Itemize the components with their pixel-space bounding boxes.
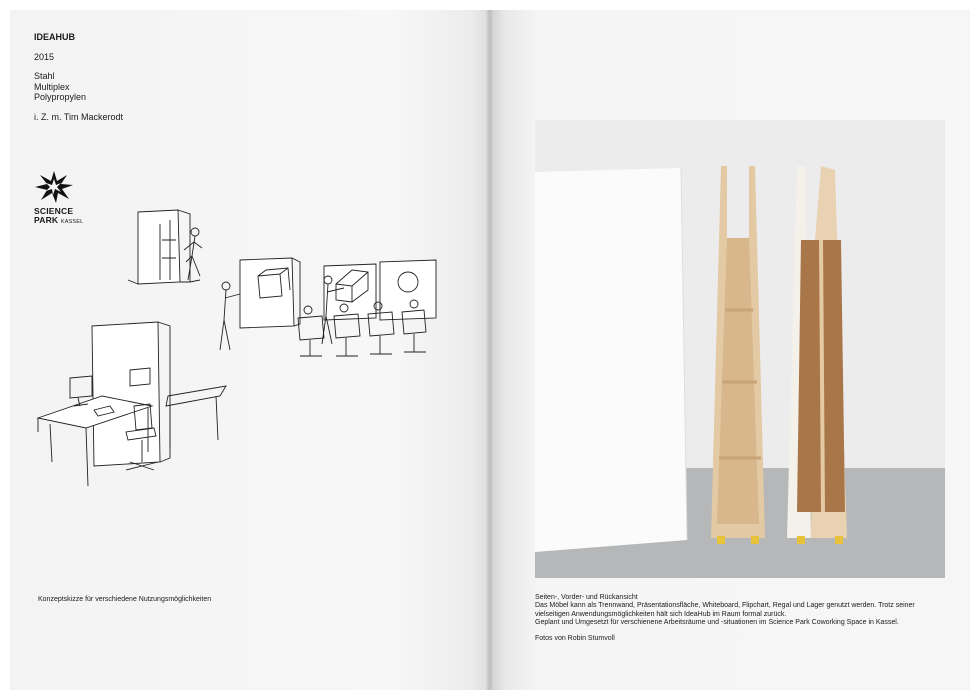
sketch-office-chair — [125, 403, 159, 471]
concept-sketch — [36, 209, 437, 487]
sketch-presenters — [219, 275, 345, 351]
logo-line-park: PARK — [34, 215, 59, 225]
caption-title: Seiten-, Vorder- und Rückansicht — [535, 594, 638, 601]
sketch-desk-partition — [91, 321, 171, 467]
project-info: IDEAHUB 2015 Stahl Multiplex Polypropyle… — [34, 32, 123, 122]
sketch-person-standing — [183, 227, 203, 281]
book-spine — [486, 10, 494, 690]
project-year: 2015 — [34, 51, 55, 62]
material-item: Multiplex — [34, 81, 70, 92]
photo-credit: Fotos von Robin Stumvoll — [535, 635, 615, 643]
logo-line-science: SCIENCE — [34, 206, 74, 216]
sketch-presentation-boards — [239, 257, 437, 329]
star-burst-logo-icon — [35, 171, 73, 203]
white-panel — [535, 168, 687, 552]
shelf-front-view — [711, 166, 765, 544]
logo-line-kassel: KASSEL — [60, 219, 84, 225]
material-item: Polypropylen — [34, 92, 87, 102]
caption-line: vielseitigen Anwendungsmöglichkeiten häl… — [535, 610, 787, 618]
collaboration-credit: i. Z. m. Tim Mackerodt — [34, 111, 124, 122]
left-page — [10, 10, 490, 690]
sketch-shelf-module — [127, 209, 201, 285]
caption-line: Geplant und Umgesetzt für verschienene A… — [535, 618, 899, 626]
sketch-audience-chairs — [297, 299, 427, 357]
sketch-caption: Konzeptskizze für verschiedene Nutzungsm… — [38, 596, 212, 603]
product-photo — [535, 120, 945, 578]
project-title: IDEAHUB — [34, 32, 76, 42]
shelf-side-view — [787, 166, 847, 544]
science-park-logo: SCIENCE PARK KASSEL — [34, 170, 94, 227]
material-item: Stahl — [34, 71, 55, 81]
sketch-desks — [36, 375, 227, 487]
furniture-photo-illustration — [535, 120, 945, 578]
caption-line: Das Möbel kann als Trennwand, Präsentati… — [535, 602, 915, 610]
photo-caption-block: Seiten-, Vorder- und Rückansicht Das Möb… — [535, 594, 955, 643]
